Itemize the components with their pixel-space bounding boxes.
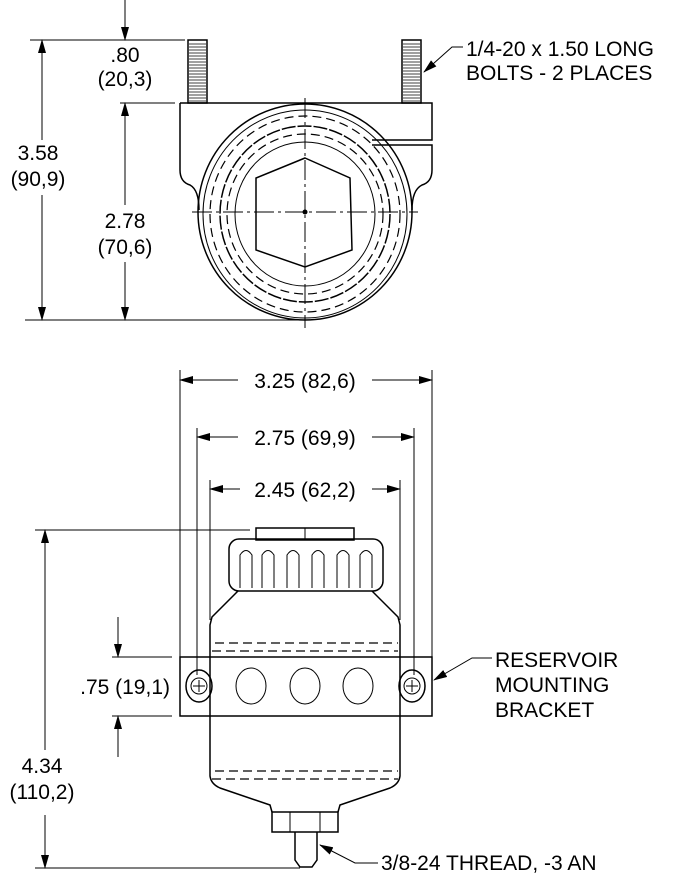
- reservoir-cap: [228, 538, 384, 592]
- front-view: 3.25 (82,6) 2.75 (69,9) 2.45 (62,2) 4.34…: [10, 370, 618, 875]
- dim-center-height: 2.78: [105, 210, 146, 233]
- dim-bracket-width: 3.25 (82,6): [254, 370, 356, 393]
- bracket-screw-left: [185, 669, 213, 703]
- dim-bolt-height: .80: [110, 44, 139, 67]
- bracket-note-leader: [433, 657, 492, 681]
- dim-center-height-mm: (70,6): [98, 236, 153, 259]
- clamp-bracket: [179, 102, 433, 211]
- bracket-note-line2: MOUNTING: [495, 674, 609, 697]
- bracket-note-line1: RESERVOIR: [495, 649, 618, 672]
- bracket-hole: [235, 667, 267, 705]
- bolt-right: [401, 39, 422, 104]
- cap-flute: [286, 550, 300, 588]
- bolt-threads: [189, 43, 420, 102]
- bolt-note-line2: BOLTS - 2 PLACES: [466, 62, 652, 85]
- dim-bolt-height-mm: (20,3): [98, 68, 153, 91]
- top-view: .80 (20,3) 3.58 (90,9) 2.78 (70,6) 1/4-2…: [11, 0, 654, 328]
- bracket-hole: [342, 667, 374, 705]
- dim-overall-height-mm: (90,9): [11, 168, 66, 191]
- bolt-note-leader: [423, 46, 463, 73]
- dim-body-width: 2.45 (62,2): [254, 479, 356, 502]
- thread-note: 3/8-24 THREAD, -3 AN: [381, 852, 597, 875]
- dim-hole-spacing: 2.75 (69,9): [254, 427, 356, 450]
- dim-overall-height: 4.34: [22, 755, 63, 778]
- dim-overall-height-mm: (110,2): [10, 781, 75, 804]
- dim-bracket-height: .75 (19,1): [80, 676, 170, 699]
- bracket-screw-right: [398, 669, 426, 703]
- mounting-bracket: [179, 656, 433, 717]
- bracket-hole: [289, 667, 321, 705]
- fitting-hex: [271, 811, 339, 833]
- bolt-left: [187, 39, 208, 104]
- an-fitting: [294, 832, 318, 868]
- cap-flute: [359, 550, 373, 588]
- cap-flute: [261, 550, 275, 588]
- cap-flute: [239, 550, 253, 588]
- cap-flute: [336, 550, 350, 588]
- thread-note-leader: [319, 844, 378, 864]
- cap-flutes: [239, 550, 373, 588]
- reservoir-body: [209, 590, 401, 813]
- cap-flute: [311, 550, 325, 588]
- dim-overall-height: 3.58: [18, 142, 59, 165]
- bolt-note-line1: 1/4-20 x 1.50 LONG: [466, 38, 654, 61]
- bracket-note-line3: BRACKET: [495, 699, 594, 722]
